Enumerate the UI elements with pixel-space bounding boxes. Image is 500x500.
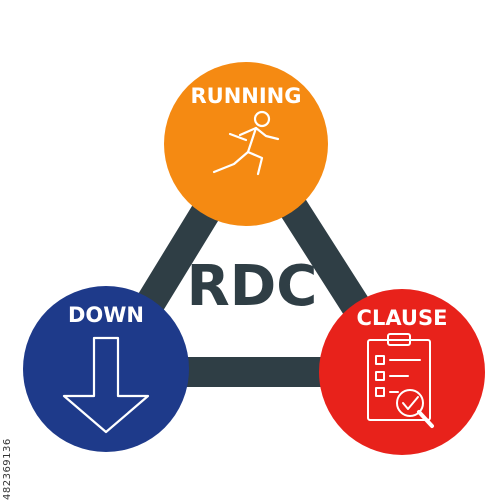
stock-id-watermark: 482369136 [2,438,13,500]
node-running-circle [164,62,328,226]
center-acronym: RDC [187,254,318,319]
node-clause-circle [319,289,485,455]
triangle-frame [93,125,413,387]
node-clause: CLAUSE [319,289,485,455]
arrow-down-icon [62,336,150,434]
checklist-magnifier-icon [367,333,434,428]
node-down: DOWN [23,286,189,452]
node-running-label: RUNNING [191,84,302,108]
running-person-icon [212,110,280,176]
node-clause-label: CLAUSE [357,306,448,330]
node-down-label: DOWN [68,303,144,327]
node-down-circle [23,286,189,452]
node-running: RUNNING [164,62,328,226]
